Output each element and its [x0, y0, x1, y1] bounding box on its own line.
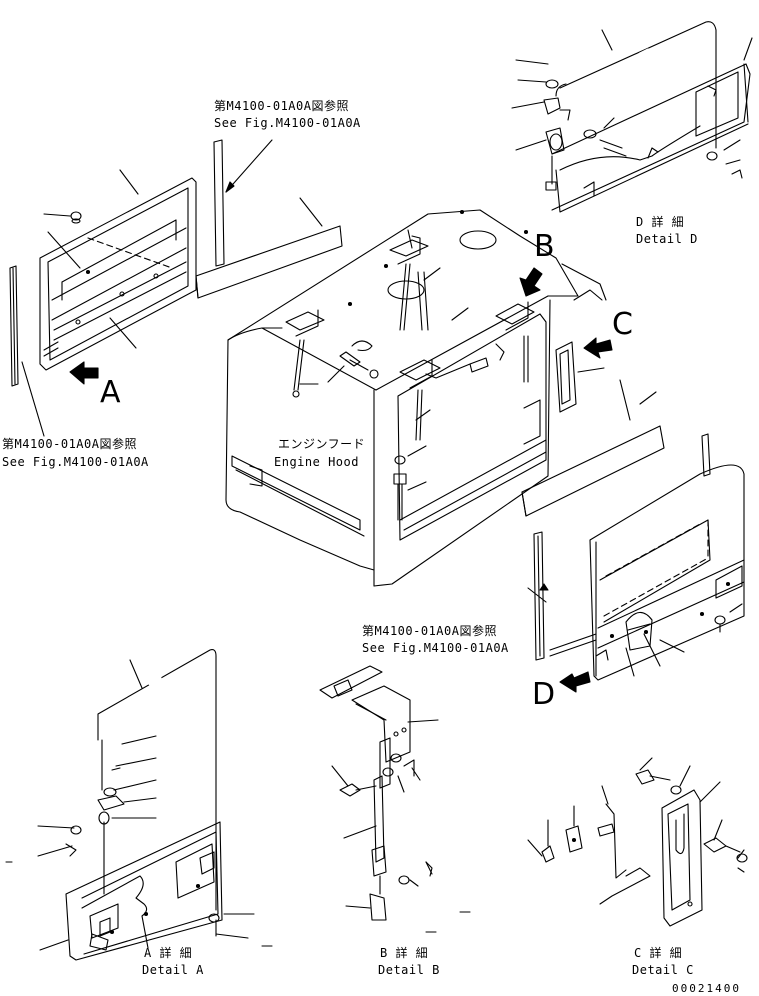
detail-b-drawing: [319, 665, 471, 933]
right-hinge-bracket: [555, 341, 605, 413]
upper-rubber-strip: [213, 139, 273, 267]
detail-b-caption-jp: B 詳 細: [380, 946, 429, 960]
detail-a-drawing: [5, 649, 273, 961]
view-letter-d: D: [532, 677, 556, 712]
reference-note-3-en: See Fig.M4100-01A0A: [362, 641, 509, 655]
engine-hood-label-en: Engine Hood: [274, 455, 359, 469]
arrow-d-symbol: [559, 671, 591, 693]
reference-note-1-jp: 第M4100-01A0A図参照: [214, 99, 349, 113]
detail-a-caption-en: Detail A: [142, 963, 204, 977]
view-letter-c: C: [612, 307, 633, 342]
detail-c-drawing: [527, 757, 748, 927]
arrow-c-symbol: [573, 289, 613, 359]
right-door-panel: [589, 464, 745, 681]
arrow-b-symbol: [519, 263, 607, 301]
detail-d-caption-en: Detail D: [636, 232, 698, 246]
right-seal-strip: [521, 379, 665, 517]
right-vertical-strip: [701, 433, 711, 477]
engine-hood: [225, 209, 579, 587]
view-letter-a: A: [100, 375, 121, 410]
detail-d-drawing: [511, 21, 753, 213]
top-seal-strip: [195, 197, 343, 299]
detail-a-caption-jp: A 詳 細: [144, 946, 193, 960]
arrow-a-symbol: [69, 361, 99, 385]
reference-note-2-en: See Fig.M4100-01A0A: [2, 455, 149, 469]
mid-vertical-strip: [527, 531, 597, 661]
reference-note-2-jp: 第M4100-01A0A図参照: [2, 437, 137, 451]
left-door-panel: [39, 169, 197, 371]
reference-note-3-jp: 第M4100-01A0A図参照: [362, 624, 497, 638]
drawing-number: 00021400: [672, 982, 741, 995]
detail-b-caption-en: Detail B: [378, 963, 440, 977]
detail-d-caption-jp: D 詳 細: [636, 215, 685, 229]
view-letter-b: B: [534, 229, 555, 264]
left-rubber-strip: [9, 265, 45, 437]
detail-c-caption-en: Detail C: [632, 963, 694, 977]
engine-hood-label-jp: エンジンフード: [278, 437, 366, 451]
reference-note-1-en: See Fig.M4100-01A0A: [214, 116, 361, 130]
detail-c-caption-jp: C 詳 細: [634, 946, 683, 960]
